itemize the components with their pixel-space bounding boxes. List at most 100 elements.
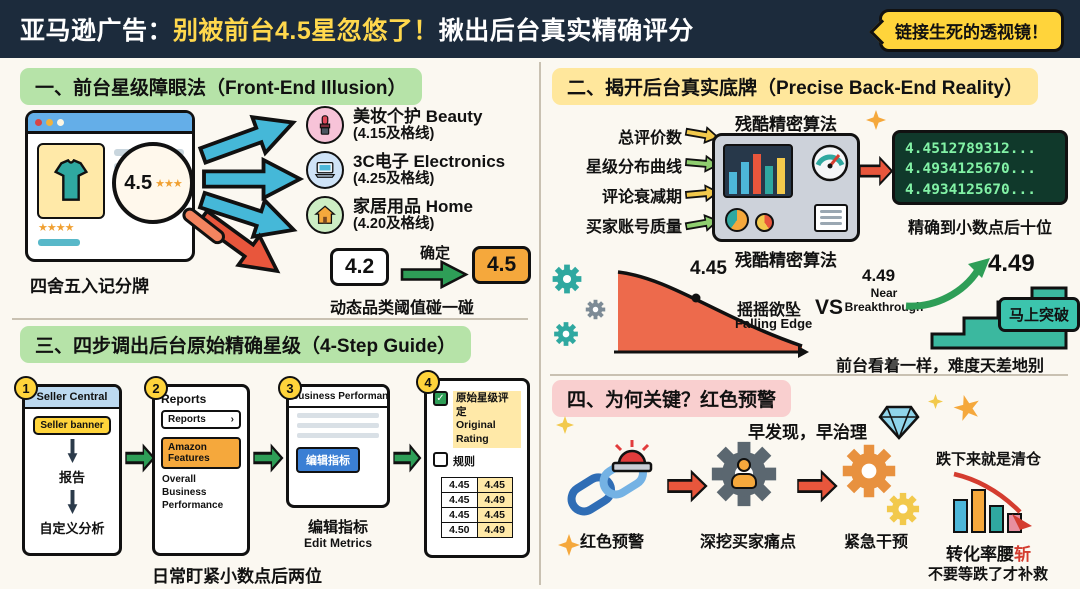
down-arrow-icon (67, 439, 77, 463)
original-rating-en: Original Rating (456, 419, 496, 445)
menu-item-report[interactable]: 报告 (58, 470, 85, 485)
near-value: 4.49 (862, 266, 896, 285)
conversion-text: 转化率腰 (946, 545, 1014, 564)
sparkle-icon (556, 416, 574, 434)
category-threshold: (4.20及格线) (353, 216, 435, 233)
page-title: 亚马逊广告：别被前台4.5星忽悠了！揪出后台真实精确评分 (20, 11, 694, 47)
seller-banner[interactable]: Seller banner (33, 416, 111, 435)
chain-alert-icon (567, 440, 653, 516)
cell: 4.45 (441, 491, 478, 508)
factor-review-count: 总评价数 (617, 130, 682, 147)
step-arrow (392, 444, 422, 472)
gear-icon (583, 297, 608, 322)
step1-header: Seller Central (25, 387, 119, 409)
section2-title: 二、揭开后台真实底牌（Precise Back-End Reality） (552, 68, 1039, 105)
category-name: 美妆个护 Beauty (353, 106, 483, 126)
category-threshold: (4.25及格线) (353, 171, 435, 188)
step1-card: 1 Seller Central Seller banner 报告 自定义分析 (14, 376, 122, 556)
cell: 4.45 (441, 506, 478, 523)
gear-icon (550, 262, 584, 296)
step1-number: 1 (14, 376, 38, 400)
menu-item-custom-analysis[interactable]: 自定义分析 (39, 521, 105, 536)
step2-subtext: Overall Business Performance (162, 474, 224, 511)
category-row-beauty: 美妆个护 Beauty (4.15及格线) (306, 106, 534, 144)
dig-pain-label: 深挖买家痛点 (700, 534, 797, 551)
product-thumbnail (37, 143, 105, 219)
section2-bottom-caption: 前台看着一样，难度天差地别 (836, 358, 1045, 375)
title-part-1: 亚马逊广告： (20, 17, 174, 45)
browser-titlebar (28, 113, 192, 134)
person-body (731, 473, 757, 489)
step4-number: 4 (416, 370, 440, 394)
threshold-caption: 动态品类阈值碰一碰 (330, 300, 475, 317)
clearance-caption: 跌下来就是清仓 (936, 451, 1042, 468)
algorithm-label-bottom: 残酷精密算法 (735, 251, 837, 270)
machine-pie-icon (755, 213, 774, 232)
factor-star-distribution: 星级分布曲线 (585, 159, 682, 176)
table-line (297, 413, 379, 418)
category-row-electronics: 3C电子 Electronics (4.25及格线) (306, 151, 534, 189)
algorithm-label-top: 残酷精密算法 (735, 115, 837, 134)
cell: 4.49 (476, 491, 513, 508)
step2-card: 2 Reports Reports › Amazon Features Over… (144, 376, 250, 556)
breakthrough-badge: 马上突破 (998, 297, 1080, 332)
sparkle-icon (866, 110, 886, 130)
cell: 4.49 (476, 521, 513, 538)
factor-review-decay: 评论衰减期 (601, 189, 682, 206)
step2-number: 2 (144, 376, 168, 400)
round-arrow (400, 260, 468, 289)
checkbox-original-rating[interactable]: ✓ (433, 391, 448, 406)
falling-label: 摇摇欲坠 (737, 302, 802, 319)
price-bar (38, 239, 80, 246)
tshirt-icon (53, 159, 89, 201)
red-alert-label: 红色预警 (580, 534, 645, 551)
precision-caption: 精确到小数点后十位 (908, 220, 1053, 237)
backend-rating-screen: 4.4512789312... 4.4934125670... 4.493412… (892, 130, 1068, 205)
front-rating-value: 4.5 (124, 171, 153, 194)
chevron-right-icon: › (230, 414, 234, 425)
reports-menu-item[interactable]: Reports › (161, 410, 241, 429)
magnifier-lens: 4.5 ★★★ (112, 142, 194, 224)
urgent-label: 紧急干预 (844, 534, 909, 551)
rising-arrow (905, 258, 990, 310)
sparkle-icon (558, 534, 580, 556)
rounding-caption: 四舍五入记分牌 (30, 277, 149, 296)
falling-sublabel: Falling Edge (735, 316, 813, 331)
factor-account-quality: 买家账号质量 (585, 219, 682, 236)
raw-rating-box: 4.2 (330, 248, 390, 286)
horizontal-divider-left (12, 318, 528, 320)
category-row-home: 家居用品 Home (4.20及格线) (306, 196, 534, 234)
big-value: 4.49 (988, 250, 1035, 277)
machine-gauge-icon (811, 144, 849, 182)
front-rating-stars: ★★★ (155, 177, 183, 190)
electronics-laptop-icon (306, 151, 344, 189)
title-part-2: 别被前台4.5星忽悠了！ (173, 17, 439, 45)
cell: 4.45 (476, 476, 513, 493)
step3-caption-en: Edit Metrics (303, 536, 372, 550)
gear-icon (884, 490, 922, 528)
horizontal-divider-right (550, 374, 1068, 376)
cell: 4.45 (476, 506, 513, 523)
vs-label: VS (815, 296, 844, 319)
diamond-icon (878, 405, 920, 440)
early-detection-subtitle: 早发现，早治理 (748, 423, 867, 442)
step3-card: 3 Business Performance 编辑指标 (278, 376, 390, 508)
edit-metrics-button[interactable]: 编辑指标 (296, 447, 360, 473)
step-arrow (252, 444, 284, 472)
category-name: 3C电子 Electronics (353, 151, 506, 171)
window-dot-red (35, 118, 42, 126)
window-dot-white (57, 118, 64, 126)
section3-title: 三、四步调出后台原始精确星级（4-Step Guide） (20, 326, 472, 363)
falling-star-icon: ★ (947, 385, 987, 431)
gear-icon (552, 320, 580, 348)
table-line (297, 423, 379, 428)
original-rating-label: 原始星级评定 Original Rating (453, 391, 521, 448)
cell: 4.50 (441, 521, 478, 538)
checkbox-rules[interactable] (433, 451, 448, 467)
machine-pie-icon (725, 208, 749, 232)
home-house-icon (306, 196, 344, 234)
table-line (297, 433, 379, 438)
amazon-features-item[interactable]: Amazon Features (161, 437, 241, 469)
window-dot-yellow (46, 118, 53, 126)
